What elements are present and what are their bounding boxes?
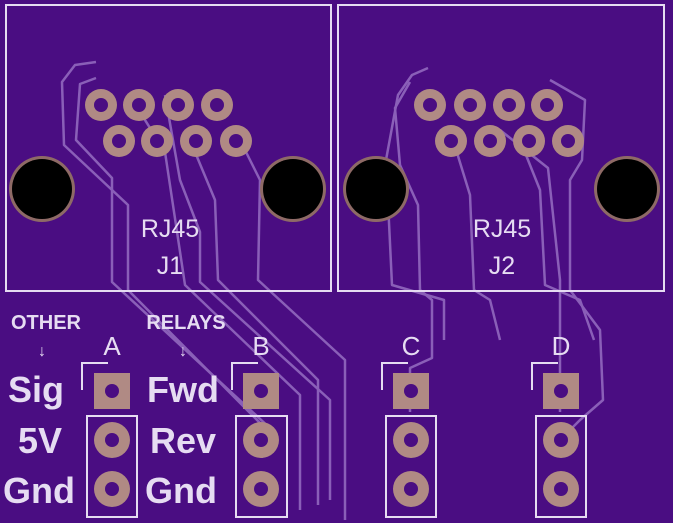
pin-label-fwd: Fwd — [147, 369, 219, 410]
connector-j2-pads — [343, 89, 660, 222]
pin1-marker — [381, 362, 408, 390]
header-outline-d — [535, 415, 587, 518]
connector-outline-j1 — [5, 4, 332, 292]
connector-ref-label: J1 — [157, 252, 183, 280]
rj45-pin-holes — [423, 98, 575, 148]
group-title-other: OTHER — [11, 312, 82, 334]
header-label-a: A — [103, 331, 121, 361]
mounting-hole — [346, 159, 406, 219]
connector-part-label: RJ45 — [473, 215, 531, 243]
pin-label-gnd: Gnd — [3, 470, 75, 511]
header-outline-a — [86, 415, 138, 518]
mounting-hole — [597, 159, 657, 219]
connector-ref-label: J2 — [489, 252, 515, 280]
connector-outline-j2 — [337, 4, 665, 292]
header-outline-b — [235, 415, 288, 518]
pin-label-gnd: Gnd — [145, 470, 217, 511]
header-pads — [94, 373, 579, 507]
down-arrow-icon: ↓ — [38, 343, 46, 360]
connector-part-label: RJ45 — [141, 215, 199, 243]
pin-label-sig: Sig — [8, 369, 64, 410]
rj45-pin-holes — [94, 98, 243, 148]
header-label-c: C — [402, 331, 421, 361]
connector-j1-pads — [9, 89, 326, 222]
header-label-d: D — [552, 331, 571, 361]
pin-label-rev: Rev — [150, 420, 216, 461]
group-title-relays: RELAYS — [146, 312, 225, 334]
down-arrow-icon: ↓ — [179, 343, 187, 360]
header-label-b: B — [252, 331, 269, 361]
pin1-marker — [531, 362, 558, 390]
pin1-marker — [81, 362, 108, 390]
mounting-hole — [263, 159, 323, 219]
pin1-marker — [231, 362, 258, 390]
pin-label-5v: 5V — [18, 420, 62, 461]
header-outline-c — [385, 415, 437, 518]
mounting-hole — [12, 159, 72, 219]
